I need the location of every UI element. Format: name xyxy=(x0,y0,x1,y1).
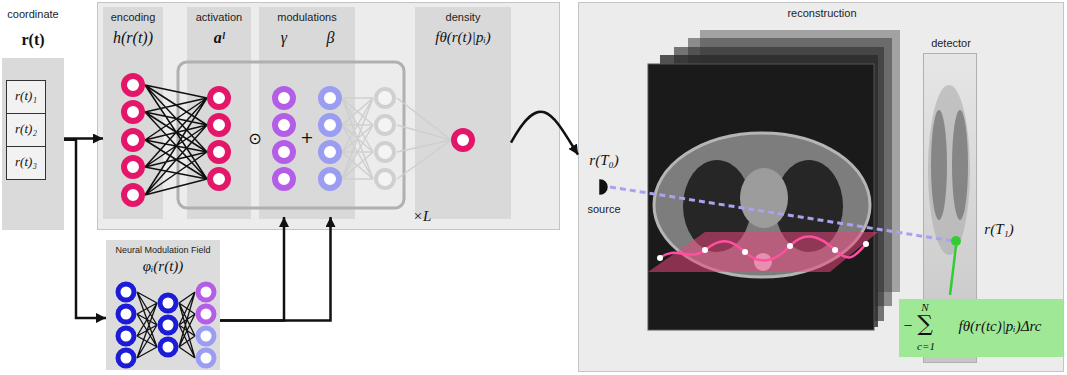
activation-column: activation aˡ xyxy=(187,7,251,219)
node-text: φᵢ(r(t)) xyxy=(106,258,220,275)
node-title: coordinate xyxy=(0,8,66,21)
node-text: aˡ xyxy=(187,29,251,47)
beta-neurons xyxy=(321,89,339,188)
ghost-weights xyxy=(342,98,451,179)
node-title: − xyxy=(902,317,914,335)
ct-heart xyxy=(740,168,788,228)
source-icon xyxy=(600,180,607,194)
coordinate-cell: r(t)₂ xyxy=(6,113,46,147)
gamma-column: γ xyxy=(262,27,306,217)
arrow-connector xyxy=(220,217,331,321)
projection-box: −N∑c=1fθ(r(tc)|pᵢ)Δrc xyxy=(899,299,1063,357)
arrow-connector xyxy=(64,137,103,140)
ray-path xyxy=(660,236,866,260)
source-label: source xyxy=(582,203,626,216)
ghost-neurons xyxy=(376,89,394,188)
node-title: activation xyxy=(187,11,251,24)
arrow-connector xyxy=(220,217,284,321)
modulation-field-box: Neural Modulation Field φᵢ(r(t)) xyxy=(106,240,220,370)
hadamard-symbol: ⊙ xyxy=(247,130,263,148)
node-text: ∑ xyxy=(913,311,937,336)
ct-spine xyxy=(754,253,772,271)
detector-pixel xyxy=(951,236,961,246)
encoding-neurons xyxy=(124,76,142,204)
field-beta-outputs xyxy=(198,328,214,366)
node-title: density xyxy=(415,11,511,24)
input-panel: coordinater(t)r(t)₁r(t)₂r(t)₃ xyxy=(2,58,64,230)
arrow-connector xyxy=(511,112,578,155)
node-title: detector xyxy=(906,37,996,50)
node-title: encoding xyxy=(103,11,163,24)
beta-column: β xyxy=(309,27,352,217)
ct-lung xyxy=(683,160,751,252)
xray-lung xyxy=(952,110,968,220)
x-ray-beam xyxy=(610,187,953,241)
modulation-column: modulations γβ xyxy=(259,7,355,219)
arrow-connector xyxy=(64,140,106,318)
detector-leader xyxy=(950,246,956,295)
density-neuron xyxy=(454,131,472,149)
volume-slice xyxy=(700,30,900,292)
sample-points xyxy=(657,241,869,261)
node-text: r(t) xyxy=(0,31,66,49)
ct-slice xyxy=(648,64,874,330)
node-text: h(r(t)) xyxy=(103,29,163,47)
layer-loop xyxy=(178,62,404,208)
xray-body xyxy=(928,85,970,255)
activation-neurons xyxy=(210,89,228,188)
ray-plane xyxy=(648,232,878,272)
node-title: r(t)₂ xyxy=(6,122,46,137)
node-title: reconstruction xyxy=(767,7,877,20)
volume-slice xyxy=(688,38,892,306)
encoding-column: encoding h(r(t)) xyxy=(103,7,163,219)
density-column: density fθ(r(t)|pᵢ) xyxy=(415,7,511,219)
volume-slice xyxy=(674,47,884,321)
network-panel: ×L encoding h(r(t)) activation aˡ modulations… xyxy=(97,2,560,230)
node-title: r(t)₁ xyxy=(6,89,46,104)
ct-lung xyxy=(775,160,843,252)
network-weights xyxy=(145,85,207,195)
node-title: r(t)₃ xyxy=(6,155,46,170)
node-title: γ xyxy=(262,29,306,47)
gamma-neurons xyxy=(275,89,293,188)
node-text: fθ(r(tc)|pᵢ)Δrc xyxy=(939,318,1061,335)
detector-position: r(T₁) xyxy=(978,221,1020,238)
volume-slice xyxy=(660,55,878,327)
source-position: r(T₀) xyxy=(584,152,624,169)
ct-body xyxy=(654,133,870,277)
node-text: fθ(r(t)|pᵢ) xyxy=(415,29,511,46)
node-text: c=1 xyxy=(911,340,941,353)
field-neurons xyxy=(118,284,176,366)
coordinate-cell: r(t)₁ xyxy=(6,80,46,114)
plus-symbol: + xyxy=(299,129,315,147)
reconstruction-panel: reconstructiondetector−N∑c=1fθ(r(tc)|pᵢ)… xyxy=(578,2,1064,372)
field-weights xyxy=(137,292,195,358)
node-title: modulations xyxy=(259,11,355,24)
node-title: β xyxy=(309,29,352,47)
field-gamma-outputs xyxy=(198,284,214,322)
coordinate-cell: r(t)₃ xyxy=(6,146,46,180)
node-title: Neural Modulation Field xyxy=(108,245,218,255)
node-title: ×L xyxy=(407,208,437,225)
xray-lung xyxy=(931,110,947,220)
